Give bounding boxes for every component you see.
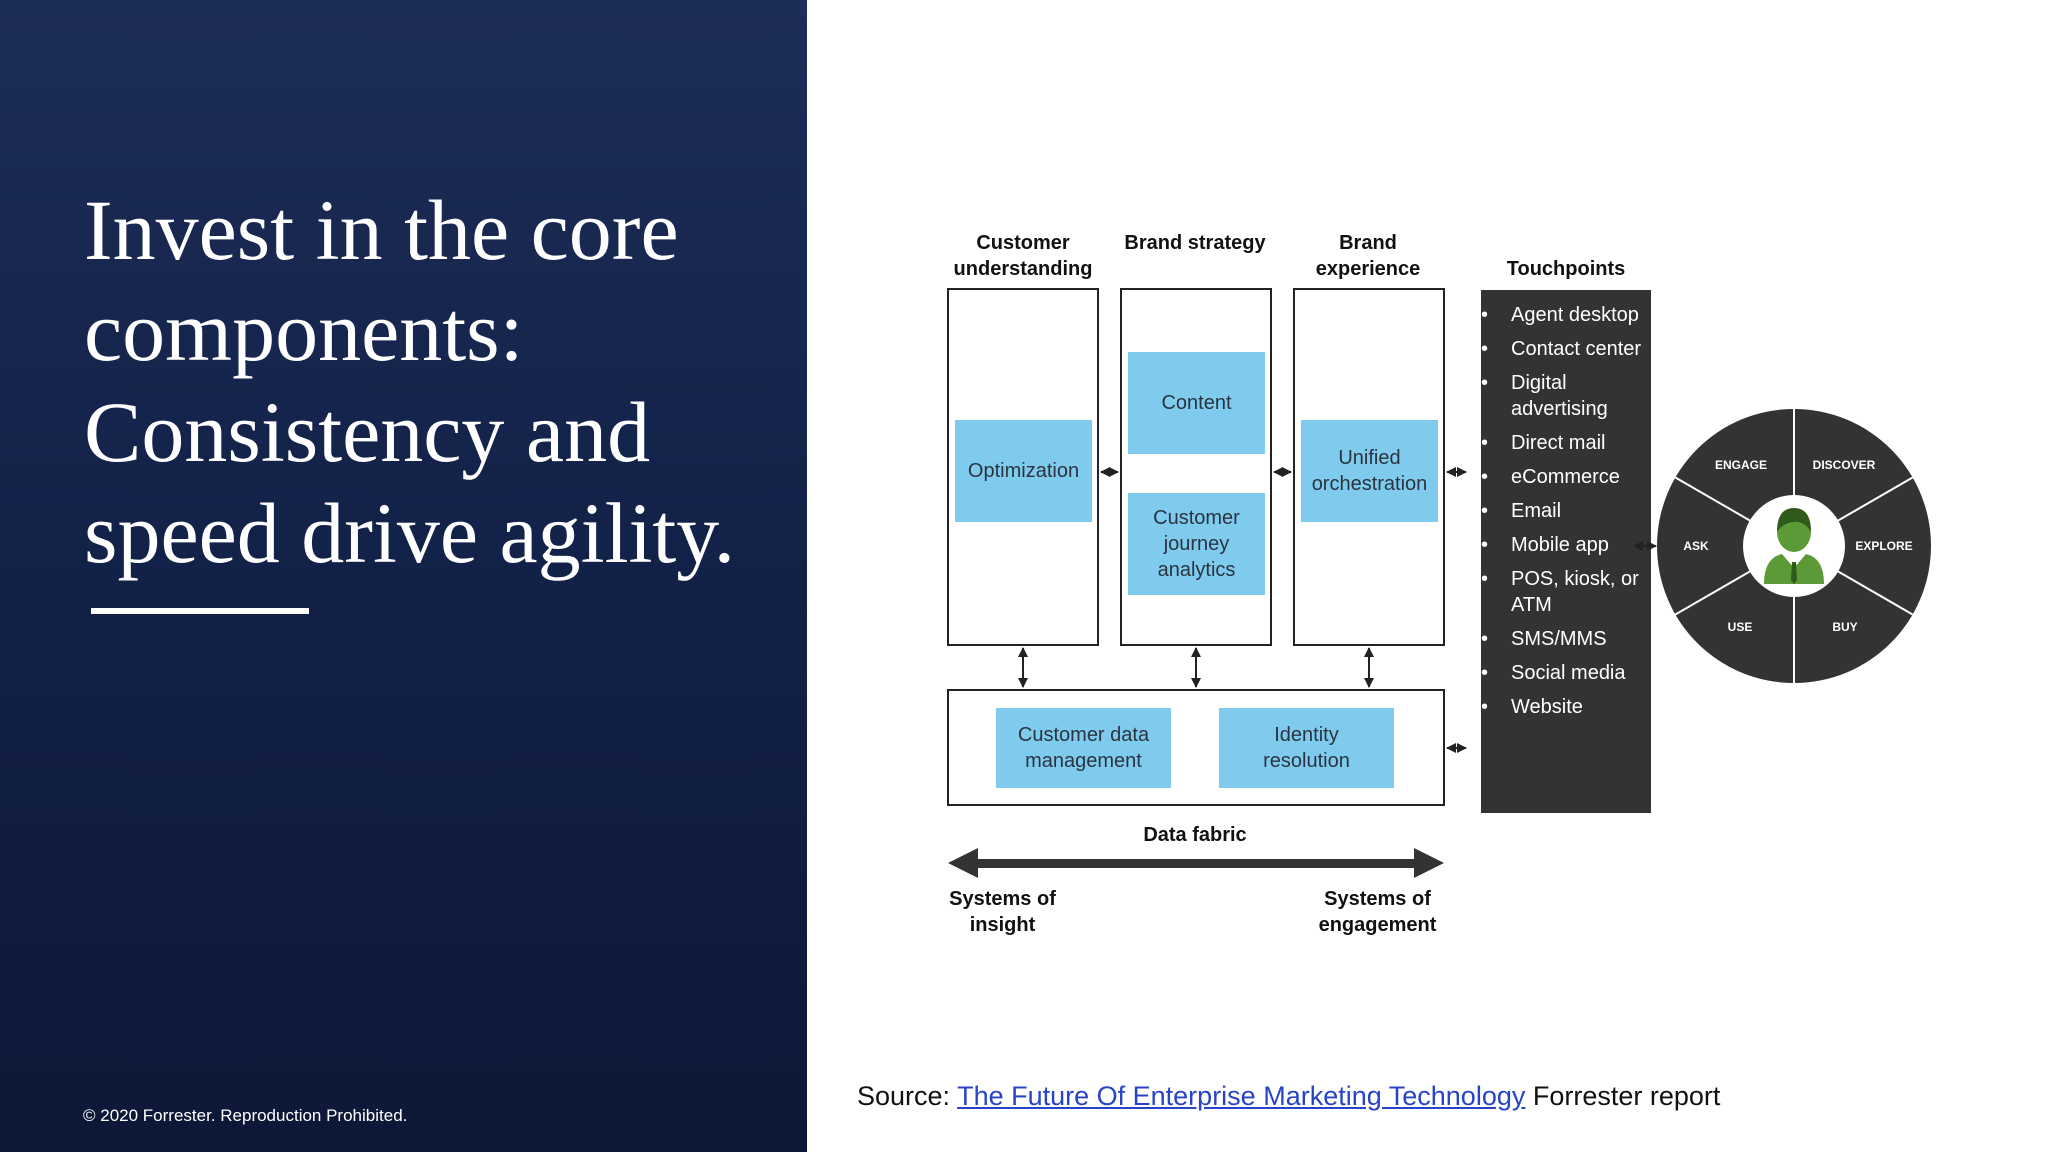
source-prefix: Source: [857,1081,958,1111]
touchpoint-item: • eCommerce [1481,464,1651,490]
column-header-customer-understanding: Customer understanding [953,232,1093,280]
bullet-icon: • [1481,466,1489,488]
bullet-icon: • [1481,696,1489,718]
wheel-label-engage: ENGAGE [1715,458,1767,472]
source-citation: Source: The Future Of Enterprise Marketi… [857,1081,1720,1112]
customer-person-icon [1764,508,1824,584]
touchpoint-item: • Contact center [1481,336,1651,362]
column-header-brand-experience: Brand experience [1315,232,1421,280]
source-report-link[interactable]: The Future Of Enterprise Marketing Techn… [957,1081,1526,1111]
bullet-icon: • [1481,534,1489,556]
customer-journey-analytics-box: Customer journey analytics [1128,493,1265,595]
touchpoint-label: SMS/MMS [1511,628,1607,650]
bullet-icon: • [1481,372,1489,394]
touchpoints-panel: • Agent desktop • Contact center • Digital ad… [1481,290,1651,813]
systems-of-engagement-label: Systems of engagement [1318,888,1437,936]
data-fabric-label: Data fabric [1143,824,1247,846]
touchpoint-label: Social media [1511,662,1626,684]
slide-title: Invest in the core components: Consisten… [84,182,736,581]
bullet-icon: • [1481,662,1489,684]
touchpoint-item: • Agent desktop [1481,302,1651,328]
optimization-box: Optimization [955,420,1092,522]
title-underline [91,608,309,614]
data-fabric-arrow [948,848,1444,878]
touchpoint-item: • Mobile app [1481,532,1651,558]
wheel-label-explore: EXPLORE [1855,539,1912,553]
title-panel: Invest in the core components: Consisten… [0,0,807,1152]
column-header-touchpoints: Touchpoints [1506,258,1626,280]
touchpoint-label: Direct mail [1511,432,1606,454]
identity-resolution-box: Identity resolution [1219,708,1394,788]
systems-of-insight-label: Systems of insight [949,888,1056,936]
wheel-label-ask: ASK [1683,539,1709,553]
touchpoint-item: • Website [1481,694,1651,720]
touchpoint-label: Agent desktop [1511,304,1639,326]
source-suffix: Forrester report [1525,1081,1721,1111]
bullet-icon: • [1481,628,1489,650]
bullet-icon: • [1481,338,1489,360]
customer-lifecycle-wheel: ENGAGE DISCOVER EXPLORE BUY USE ASK [1657,409,1931,683]
unified-orchestration-box: Unified orchestration [1301,420,1438,522]
bullet-icon: • [1481,304,1489,326]
bullet-icon: • [1481,500,1489,522]
touchpoint-label: Contact center [1511,338,1642,360]
copyright-notice: © 2020 Forrester. Reproduction Prohibite… [83,1106,408,1125]
touchpoint-label: Website [1511,696,1583,718]
touchpoint-item: • Social media [1481,660,1651,686]
touchpoint-item: • POS, kiosk, or ATM [1481,566,1651,618]
touchpoint-item: • Email [1481,498,1651,524]
wheel-label-use: USE [1728,620,1753,634]
bullet-icon: • [1481,432,1489,454]
touchpoint-label: Digital advertising [1511,372,1608,420]
customer-data-management-box: Customer data management [996,708,1171,788]
content-box: Content [1128,352,1265,454]
touchpoint-label: eCommerce [1511,466,1620,488]
touchpoints-list: • Agent desktop • Contact center • Digital ad… [1481,302,1651,728]
touchpoint-item: • Digital advertising [1481,370,1651,422]
touchpoint-item: • Direct mail [1481,430,1651,456]
touchpoint-label: POS, kiosk, or ATM [1511,568,1639,616]
column-header-brand-strategy: Brand strategy [1124,232,1266,254]
wheel-label-discover: DISCOVER [1813,458,1876,472]
touchpoint-item: • SMS/MMS [1481,626,1651,652]
touchpoint-label: Email [1511,500,1562,522]
wheel-label-buy: BUY [1832,620,1857,634]
touchpoint-label: Mobile app [1511,534,1609,556]
bullet-icon: • [1481,568,1489,590]
